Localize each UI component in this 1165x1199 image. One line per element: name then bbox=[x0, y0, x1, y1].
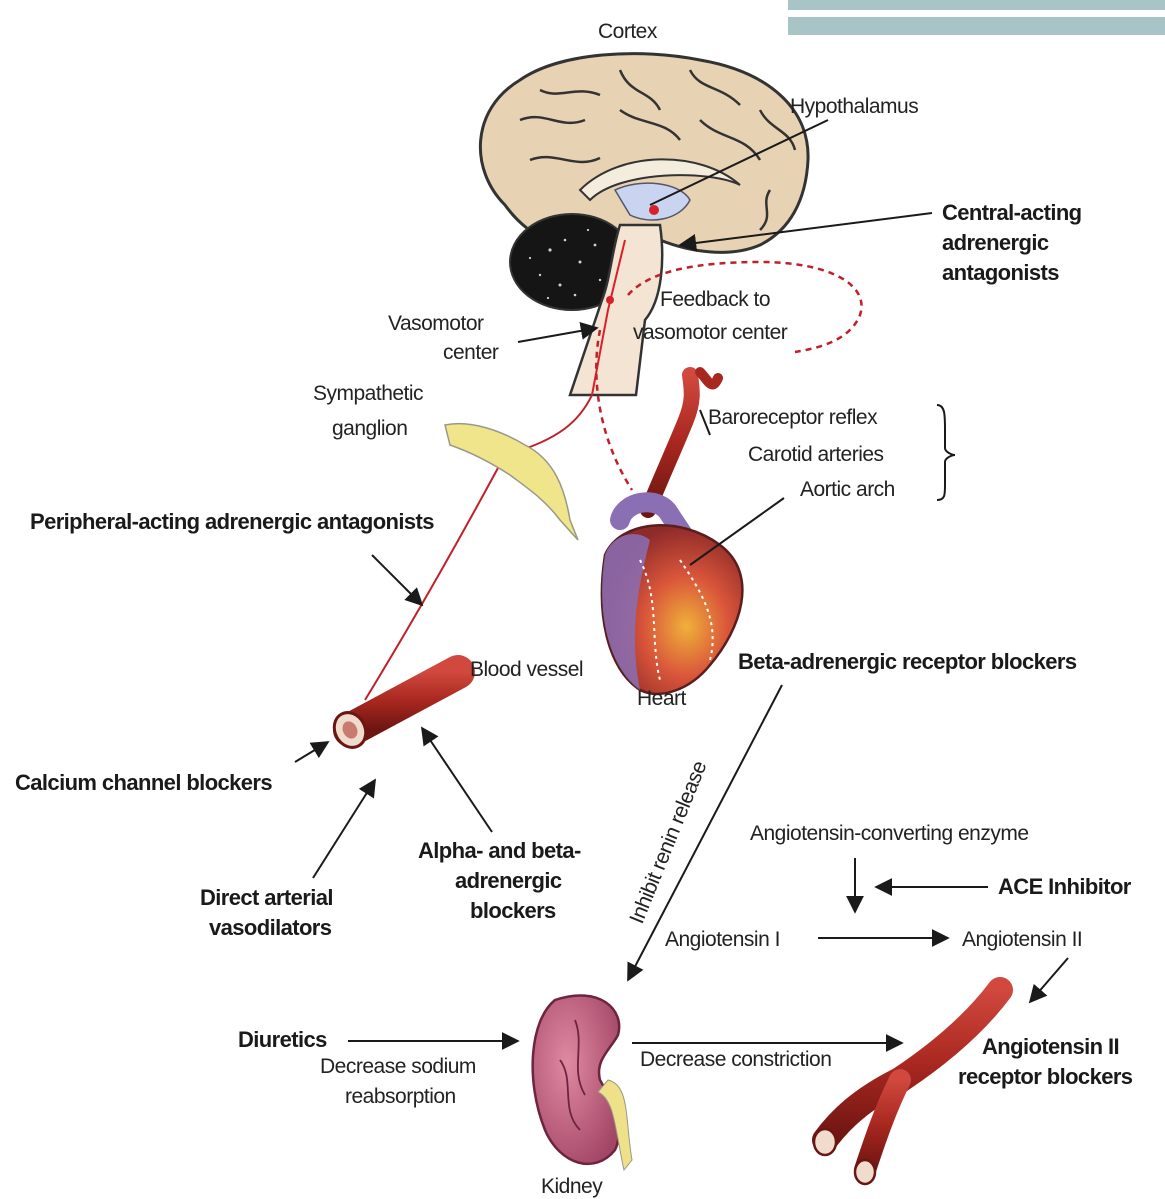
label-vasomotor-2: center bbox=[443, 341, 499, 364]
label-alpha-beta-1: Alpha- and beta- bbox=[418, 838, 581, 863]
label-direct-arterial-2: vasodilators bbox=[209, 915, 332, 940]
label-central-acting-3: antagonists bbox=[942, 260, 1059, 285]
label-baroreceptor-reflex: Baroreceptor reflex bbox=[708, 406, 878, 429]
hypothalamus-dot bbox=[649, 205, 659, 215]
label-decrease-constriction: Decrease constriction bbox=[640, 1048, 831, 1071]
label-angiotensin-1: Angiotensin I bbox=[665, 928, 780, 951]
sympathetic-ganglion bbox=[445, 424, 578, 540]
label-kidney: Kidney bbox=[541, 1175, 603, 1198]
label-ace-enzyme: Angiotensin-converting enzyme bbox=[750, 822, 1029, 845]
label-alpha-beta-2: adrenergic bbox=[455, 868, 562, 893]
label-heart: Heart bbox=[637, 687, 687, 710]
label-peripheral-acting: Peripheral-acting adrenergic antagonists bbox=[30, 509, 434, 534]
label-central-acting-1: Central-acting bbox=[942, 200, 1082, 225]
vasomotor-dot bbox=[606, 296, 614, 304]
label-angiotensin-2: Angiotensin II bbox=[962, 928, 1082, 951]
label-ace-inhibitor: ACE Inhibitor bbox=[998, 874, 1132, 899]
label-sympathetic-1: Sympathetic bbox=[313, 382, 423, 405]
label-arb-2: receptor blockers bbox=[958, 1064, 1133, 1089]
label-feedback-2: vasomotor center bbox=[633, 321, 788, 344]
kidney-illustration bbox=[533, 995, 632, 1170]
label-beta-blockers: Beta-adrenergic receptor blockers bbox=[738, 649, 1077, 674]
label-calcium-channel: Calcium channel blockers bbox=[15, 770, 272, 795]
blood-vessel-illustration bbox=[328, 672, 458, 753]
heart-illustration bbox=[602, 502, 742, 694]
label-aortic-arch: Aortic arch bbox=[800, 478, 895, 501]
label-feedback-1: Feedback to bbox=[660, 288, 770, 311]
baroreceptor-brace bbox=[937, 405, 955, 500]
label-central-acting-2: adrenergic bbox=[942, 230, 1049, 255]
label-vasomotor-1: Vasomotor bbox=[388, 312, 484, 335]
label-hypothalamus: Hypothalamus bbox=[790, 95, 918, 118]
label-carotid-arteries: Carotid arteries bbox=[748, 443, 884, 466]
label-cortex: Cortex bbox=[598, 20, 658, 43]
label-arb-1: Angiotensin II bbox=[982, 1034, 1119, 1059]
carotid-branch bbox=[700, 372, 718, 384]
label-direct-arterial-1: Direct arterial bbox=[200, 885, 333, 910]
label-decrease-sodium-1: Decrease sodium bbox=[320, 1055, 476, 1078]
carotid-artery bbox=[648, 375, 692, 510]
label-blood-vessel: Blood vessel bbox=[470, 658, 583, 681]
label-diuretics: Diuretics bbox=[238, 1027, 327, 1052]
label-decrease-sodium-2: reabsorption bbox=[345, 1085, 456, 1108]
label-alpha-beta-3: blockers bbox=[470, 898, 556, 923]
label-sympathetic-2: ganglion bbox=[332, 417, 407, 440]
